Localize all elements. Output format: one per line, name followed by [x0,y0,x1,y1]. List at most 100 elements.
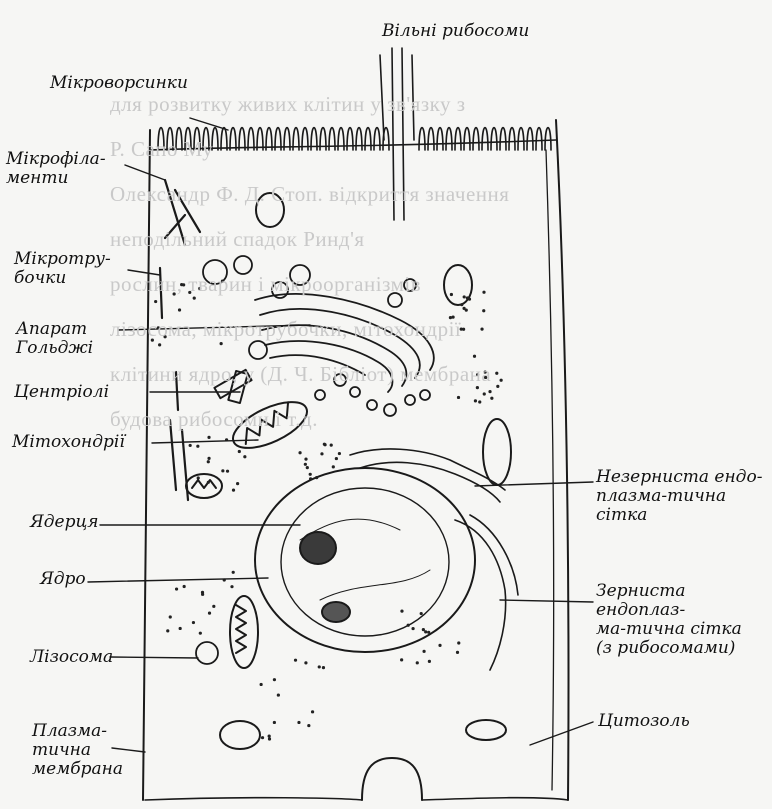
label-nucleus: Ядро [40,570,86,589]
label-rough-er: Зерниста ендоплаз- ма-тична сітка (з риб… [596,582,772,658]
ribosome-dot [193,297,196,300]
ribosome-dot [457,396,460,399]
ribosome-dot [428,660,431,663]
label-microtubules: Мікротру- бочки [14,250,111,288]
nucleolus [300,532,336,564]
ribosome-dot [309,473,312,476]
ribosome-dot [158,343,161,346]
ribosome-dot [189,444,192,447]
ribosome-dot [220,342,223,345]
ribosome-dot [450,293,453,296]
label-nucleolus: Ядерця [30,513,99,532]
microvilli-row [158,128,551,151]
ribosome-dot [232,489,235,492]
label-cytosol: Цитозоль [598,712,690,731]
ribosome-dot [424,630,427,633]
label-microfilaments: Мікрофіла- менти [6,150,106,188]
ribosome-dot [238,450,241,453]
cell-outline [143,120,569,800]
ribosome-dot [207,481,210,484]
ribosome-dot [460,303,463,306]
bleed-through-line: для розвитку живих клітин у зв'язку з [110,92,466,117]
ribosome-dot [294,659,297,662]
bleed-through-line: рослин, тварин і мікроорганізмів [110,272,421,297]
ribosome-dot [277,693,280,696]
ribosome-dot [306,466,309,469]
ribosome-dot [480,328,483,331]
microvillus [437,128,443,151]
microvillus [221,128,227,151]
ribosome-dot [468,298,471,301]
microvillus [545,128,551,151]
bleed-through-line: Олександр Ф. Д. Стоп. відкриття значення [110,182,509,207]
ribosome-dot [427,631,430,634]
microvillus [419,128,425,151]
ribosome-dot [304,661,307,664]
ribosome-dot [311,710,314,713]
microvillus [527,128,533,151]
ribosome-dot [207,460,210,463]
ribosome-dot [496,385,499,388]
ribosome-dot [420,612,423,615]
ribosome-dot [322,666,325,669]
microvillus [536,128,542,151]
ribosome-dot [304,463,307,466]
label-plasma-membrane: Плазма- тична мембрана [32,722,123,779]
ribosome-dot [179,627,182,630]
ribosome-dot [236,482,239,485]
ribosome-dot [166,629,169,632]
microvillus [239,128,245,151]
ribosome-dot [473,355,476,358]
ribosome-dot [483,392,486,395]
ribosome-dot [243,455,246,458]
ribosome-dot [178,308,181,311]
ribosome-dot [488,390,491,393]
microvillus [518,128,524,151]
ribosome-dot [230,585,233,588]
ribosome-dot [495,372,498,375]
ribosome-dot [422,650,425,653]
ribosome-dot [309,477,312,480]
ribosome-dot [297,721,300,724]
ribosome-dot [438,644,441,647]
bleed-through-line: Р. Сапо Му [110,137,213,162]
bleed-through-line: клітини ядро, у (Д. Ч. Бібліот) мембрана [110,362,491,387]
ribosome-dot [400,658,403,661]
ribosome-dot [330,444,333,447]
ribosome-dot [207,436,210,439]
pinocytotic-vesicle [362,758,422,800]
label-mitochondria: Мітохондрії [12,433,125,452]
nucleus [255,468,475,652]
ribosome-dot [320,452,323,455]
label-centrioles: Центріолі [14,383,109,402]
ribosome-dot [268,737,271,740]
ribosome-dot [273,721,276,724]
ribosome-dot [463,295,466,298]
endoplasmic-reticulum [350,449,518,670]
ribosome-dot [323,443,326,446]
cell-inner-right-wall [546,150,554,790]
ribosome-dot [226,470,229,473]
ribosome-dot [304,458,307,461]
ribosome-dot [478,400,481,403]
ribosome-dot [268,734,271,737]
ribosome-dot [400,610,403,613]
ribosome-dot [422,628,425,631]
bleed-through-line: будова рибосоми і т.д. [110,407,318,432]
ribosome-dot [318,665,321,668]
ribosome-dot [260,683,263,686]
microvillus [464,128,470,151]
ribosome-dot [465,309,468,312]
ribosome-dot [261,736,264,739]
microvillus [491,128,497,151]
bleed-through-line: неподільний спадок Ринд'я [110,227,365,252]
ribosome-dot [201,593,204,596]
microvillus [230,128,236,151]
microvillus [473,128,479,151]
microvillus [446,128,452,151]
label-lysosome: Лізосома [30,648,113,667]
ribosome-dot [335,457,338,460]
ribosome-dot [232,571,235,574]
